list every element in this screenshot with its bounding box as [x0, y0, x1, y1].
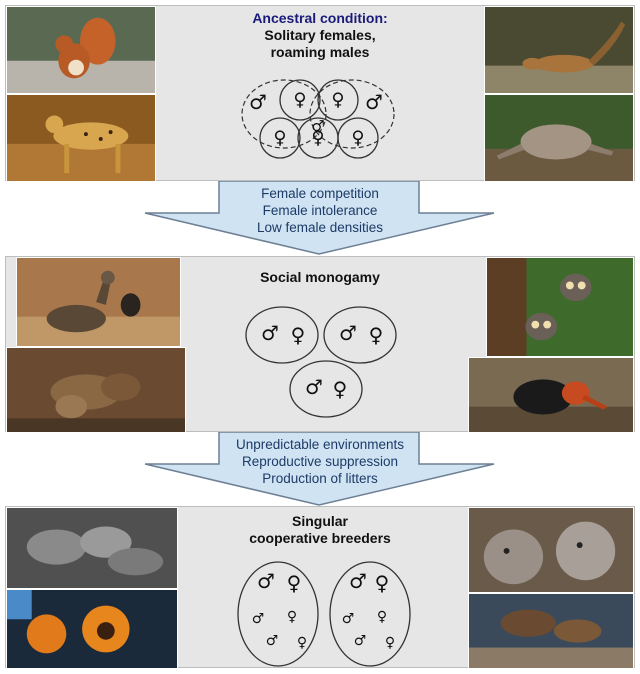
female-symbol-icon: ♀ [331, 90, 344, 111]
pair-range [289, 360, 363, 418]
male-symbol-icon: ♂ [257, 569, 275, 593]
stage-title: Ancestral condition: Solitary females, r… [6, 10, 634, 61]
female-range [337, 117, 379, 159]
stage-title: Social monogamy [6, 269, 634, 286]
photo-squirrel [6, 6, 156, 94]
photo-golden-lion-tamarins [6, 589, 178, 669]
female-symbol-icon: ♀ [369, 323, 384, 347]
female-range [317, 79, 359, 121]
stage-panel-ancestral: Ancestral condition: Solitary females, r… [5, 5, 635, 182]
male-symbol-icon: ♂ [365, 90, 383, 114]
stage-title-line: roaming males [270, 44, 370, 60]
transition-line: Female competition [261, 186, 379, 201]
group-range [329, 561, 411, 667]
male-symbol-icon: ♂ [354, 633, 367, 649]
female-symbol-icon: ♀ [375, 571, 390, 595]
female-range [259, 117, 301, 159]
female-symbol-icon: ♀ [291, 323, 306, 347]
female-symbol-icon: ♀ [287, 571, 302, 595]
male-symbol-icon: ♂ [342, 611, 355, 627]
pair-range [323, 306, 397, 364]
male-symbol-icon: ♂ [311, 117, 324, 135]
stage-title-line: cooperative breeders [249, 530, 391, 546]
stage-panel-cooperative: Singular cooperative breeders [5, 506, 635, 669]
stage-title-line: Solitary females, [264, 27, 376, 43]
female-symbol-icon: ♀ [351, 128, 364, 149]
female-symbol-icon: ♀ [385, 635, 395, 651]
photo-owl-monkeys [486, 257, 634, 357]
mating-system-diagram-solitary: ♂♂♀♀♀♀♀♂ [234, 76, 404, 172]
female-symbol-icon: ♀ [311, 128, 324, 149]
photo-deer [16, 257, 181, 347]
photo-elephant-shrew [468, 357, 634, 433]
male-symbol-icon: ♂ [339, 321, 357, 345]
photo-wolves [468, 507, 634, 593]
pair-range [245, 306, 319, 364]
down-arrow-shape [144, 181, 495, 255]
stage-title-line: Ancestral condition: [252, 10, 388, 26]
transition-arrow-1: Female competition Female intolerance Lo… [0, 181, 640, 255]
transition-line: Unpredictable environments [235, 437, 405, 452]
male-range-dashed [241, 79, 327, 149]
female-range [279, 79, 321, 121]
down-arrow-shape [144, 432, 495, 506]
transition-line: Production of litters [262, 471, 378, 486]
male-symbol-icon: ♂ [349, 569, 367, 593]
female-symbol-icon: ♀ [377, 609, 387, 625]
stage-title-line: Social monogamy [260, 269, 380, 285]
male-symbol-icon: ♂ [305, 375, 323, 399]
stage-title-line: Singular [291, 513, 348, 529]
photo-otters [6, 347, 186, 433]
female-symbol-icon: ♀ [287, 609, 297, 625]
transition-text: Female competition Female intolerance Lo… [0, 185, 640, 236]
stage-title: Singular cooperative breeders [6, 513, 634, 547]
female-symbol-icon: ♀ [297, 635, 307, 651]
group-range [237, 561, 319, 667]
male-symbol-icon: ♂ [261, 321, 279, 345]
female-symbol-icon: ♀ [293, 90, 306, 111]
male-symbol-icon: ♂ [266, 633, 279, 649]
transition-text: Unpredictable environments Reproductive … [0, 436, 640, 487]
transition-line: Female intolerance [262, 203, 378, 218]
transition-arrow-2: Unpredictable environments Reproductive … [0, 432, 640, 506]
male-symbol-icon: ♂ [249, 90, 267, 114]
photo-cheetah [6, 94, 156, 182]
mating-system-diagram-monogamy: ♂ ♀ ♂ ♀ ♂ ♀ [242, 303, 402, 421]
transition-line: Low female densities [256, 220, 384, 235]
mating-system-diagram-cooperative: ♂ ♀ ♂ ♀ ♂ ♀ ♂ ♀ ♂ ♀ ♂ ♀ [236, 559, 416, 669]
female-symbol-icon: ♀ [273, 128, 286, 149]
photo-armadillo [484, 94, 634, 182]
female-symbol-icon: ♀ [333, 377, 348, 401]
photo-numbat [484, 6, 634, 94]
male-symbol-icon: ♂ [252, 611, 265, 627]
stage-panel-monogamy: Social monogamy [5, 256, 635, 433]
photo-beavers [468, 593, 634, 669]
photo-meerkat-pups [6, 507, 178, 589]
transition-line: Reproductive suppression [241, 454, 399, 469]
male-range-dashed [309, 79, 395, 149]
